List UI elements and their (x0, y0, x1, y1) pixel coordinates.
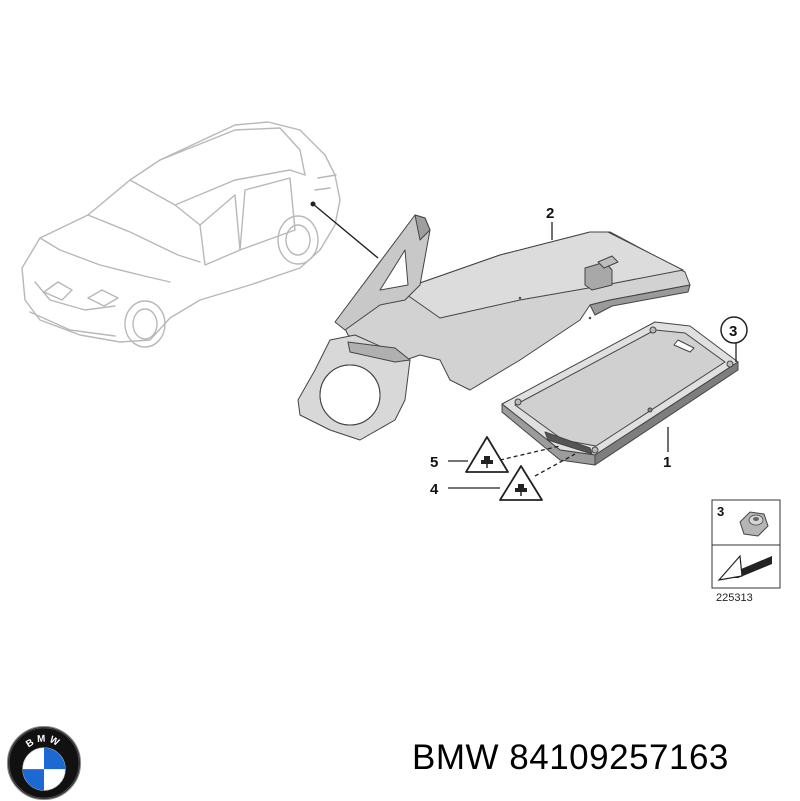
legend-box (711, 499, 781, 589)
callout-3-circle (720, 316, 748, 344)
electrostatic-warning-icon-5 (465, 436, 509, 473)
callout-3: 3 (729, 323, 737, 340)
callout-5: 5 (430, 454, 438, 471)
bmw-logo-letters: BMW (24, 733, 63, 750)
control-unit-part-1 (501, 321, 739, 466)
callout-4: 4 (430, 481, 439, 498)
part-number: 84109257163 (509, 738, 729, 777)
direction-arrow-icon (717, 554, 772, 581)
electrostatic-warning-icon-4 (499, 465, 543, 501)
legend-item-number: 3 (717, 504, 724, 519)
callout-2: 2 (546, 205, 554, 222)
nut-icon (739, 511, 769, 537)
car-outline-illustration (21, 121, 341, 348)
brand-name: BMW (412, 738, 500, 777)
brand-part-number-caption: BMW 84109257163 (412, 738, 729, 778)
bmw-logo: BMW (6, 725, 82, 801)
bracket-plate-part-2 (297, 214, 691, 441)
location-leader-line (312, 203, 379, 259)
callout-leader-lines (448, 222, 737, 489)
diagram-code: 225313 (716, 592, 753, 604)
callout-1: 1 (663, 454, 671, 471)
